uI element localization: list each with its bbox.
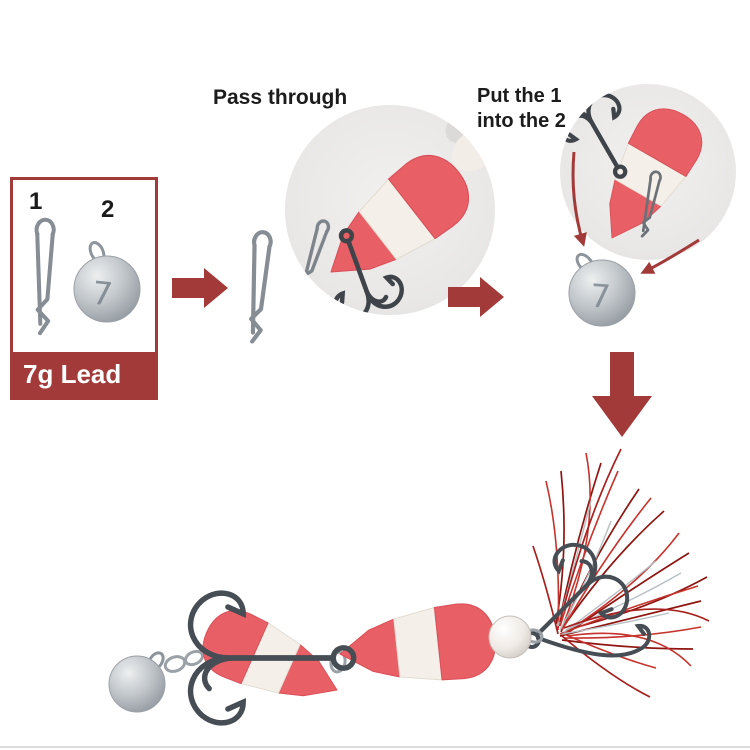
lead-ball-step: 7 (568, 252, 636, 327)
ball-digit: 7 (90, 274, 114, 314)
arrow-pointer-2 (640, 238, 700, 274)
step2-line1: Put the 1 (477, 85, 562, 107)
snap-clip-step (245, 232, 271, 343)
assembled-lure (108, 448, 710, 723)
arrow-right-2 (448, 277, 504, 317)
treble-hook-main (191, 593, 354, 723)
arrow-pointer-1 (571, 151, 587, 247)
arrow-down (592, 352, 652, 437)
white-bead (488, 615, 532, 659)
step2-title: Put the 1 into the 2 (477, 84, 566, 134)
bottom-edge-line (0, 746, 750, 748)
item-2-label: 2 (101, 196, 115, 223)
step2-line2: into the 2 (477, 110, 566, 132)
arrow-right-1 (172, 268, 228, 308)
treble-hook-tail (496, 536, 652, 676)
step1-title: Pass through (213, 86, 348, 109)
item-1-label: 1 (29, 188, 43, 215)
detail-photo-attach (560, 84, 736, 260)
weight-banner: 7g Lead (13, 352, 155, 397)
foam-segment-rear (335, 599, 500, 692)
lead-ball-assembled (108, 651, 166, 713)
tinsel-tail (532, 448, 710, 698)
lead-ball-item-2: 7 (73, 241, 141, 323)
ball-digit-2: 7 (589, 277, 612, 316)
kit-box: 1 2 7g Lead (10, 177, 158, 400)
